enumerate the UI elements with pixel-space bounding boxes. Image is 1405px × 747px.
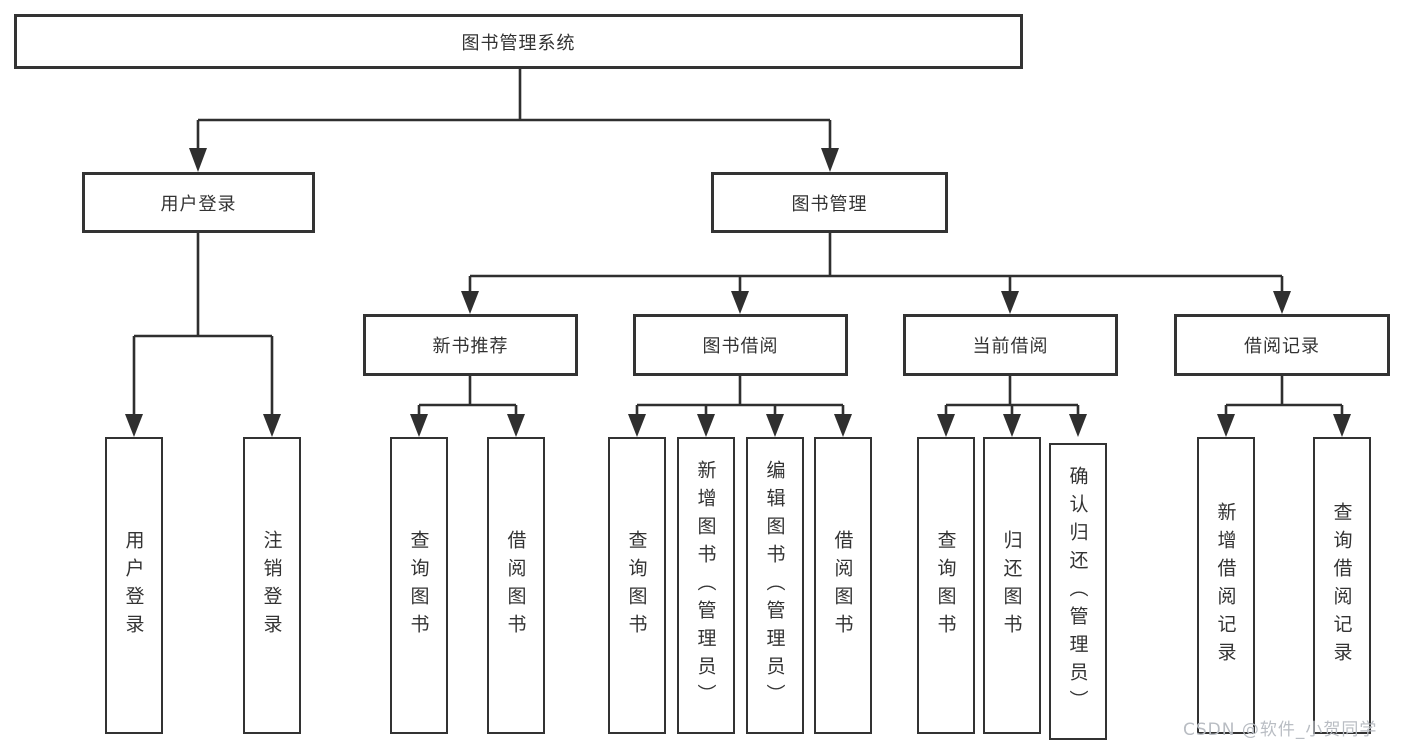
arrowheads (125, 148, 1351, 437)
leaf-borrow-books-1-label: 借阅图书 (504, 529, 527, 642)
node-root-label: 图书管理系统 (461, 32, 576, 54)
leaf-add-books-admin: 新增图书（管理员） (677, 437, 735, 734)
node-user-login: 用户登录 (82, 172, 315, 233)
node-current-borrow-label: 当前借阅 (972, 336, 1049, 357)
node-borrow-records: 借阅记录 (1174, 314, 1390, 376)
leaf-add-borrow-record-label: 新增借阅记录 (1214, 501, 1237, 670)
leaf-confirm-return-admin: 确认归还（管理员） (1049, 443, 1107, 740)
leaf-user-login: 用户登录 (105, 437, 163, 734)
leaf-borrow-books-1: 借阅图书 (487, 437, 545, 734)
node-user-login-label: 用户登录 (160, 193, 237, 215)
leaf-logout-label: 注销登录 (260, 529, 283, 642)
leaf-edit-books-admin-label: 编辑图书（管理员） (763, 459, 786, 712)
node-borrow-records-label: 借阅记录 (1244, 336, 1320, 357)
leaf-query-borrow-record-label: 查询借阅记录 (1330, 501, 1353, 670)
leaf-query-books-1-label: 查询图书 (407, 529, 430, 642)
leaf-borrow-books-2: 借阅图书 (814, 437, 872, 734)
node-new-book-recommend: 新书推荐 (363, 314, 578, 376)
node-book-management: 图书管理 (711, 172, 948, 233)
leaf-query-books-2-label: 查询图书 (625, 529, 648, 642)
node-root: 图书管理系统 (14, 14, 1023, 69)
leaf-query-books-3-label: 查询图书 (934, 529, 957, 642)
leaf-add-books-admin-label: 新增图书（管理员） (694, 459, 717, 712)
leaf-borrow-books-2-label: 借阅图书 (831, 529, 854, 642)
node-book-management-label: 图书管理 (791, 193, 868, 215)
leaf-query-books-2: 查询图书 (608, 437, 666, 734)
leaf-user-login-label: 用户登录 (122, 529, 145, 642)
leaf-confirm-return-admin-label: 确认归还（管理员） (1066, 465, 1089, 718)
leaf-return-books: 归还图书 (983, 437, 1041, 734)
leaf-query-borrow-record: 查询借阅记录 (1313, 437, 1371, 734)
leaf-query-books-3: 查询图书 (917, 437, 975, 734)
leaf-query-books-1: 查询图书 (390, 437, 448, 734)
leaf-logout: 注销登录 (243, 437, 301, 734)
node-current-borrow: 当前借阅 (903, 314, 1118, 376)
leaf-edit-books-admin: 编辑图书（管理员） (746, 437, 804, 734)
node-book-borrow-label: 图书借阅 (702, 336, 779, 357)
leaf-add-borrow-record: 新增借阅记录 (1197, 437, 1255, 734)
csdn-watermark: CSDN @软件_小贺同学 (1183, 720, 1378, 740)
node-book-borrow: 图书借阅 (633, 314, 848, 376)
node-new-book-recommend-label: 新书推荐 (432, 336, 509, 357)
leaf-return-books-label: 归还图书 (1000, 529, 1023, 642)
